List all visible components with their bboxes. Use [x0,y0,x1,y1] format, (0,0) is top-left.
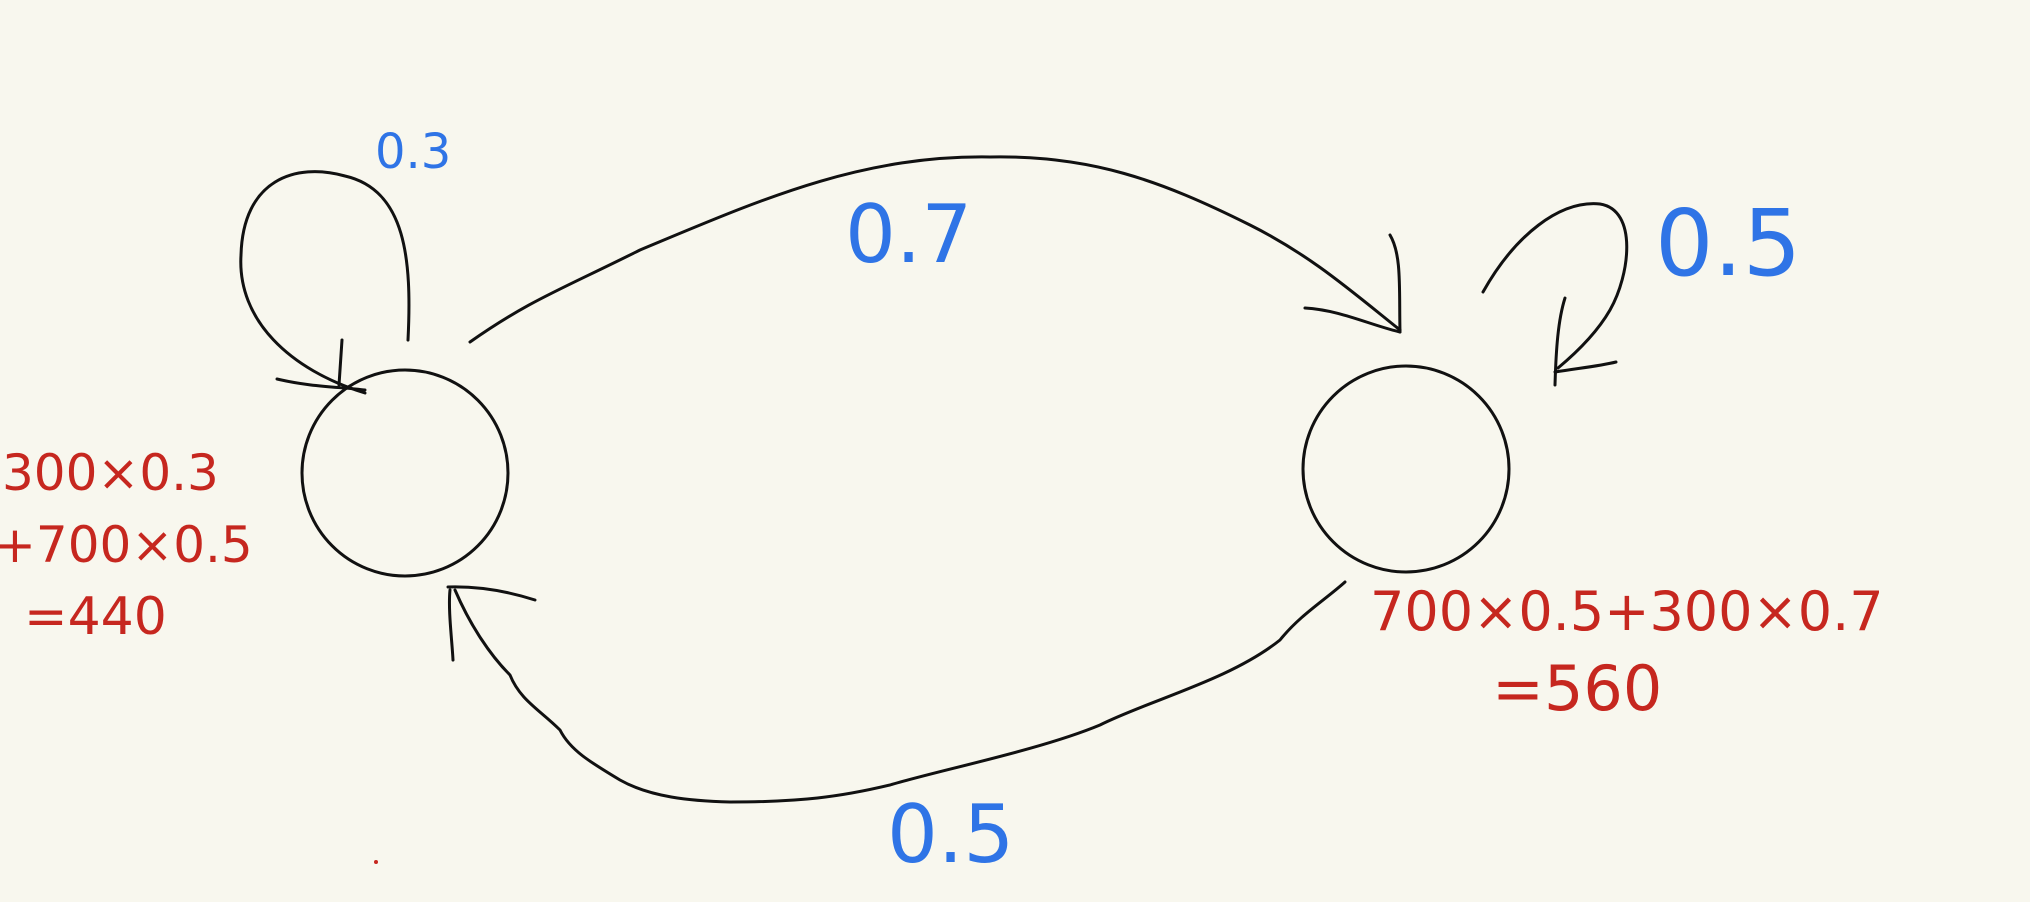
left-to-right-probability: 0.7 [845,188,972,281]
stray-ink-dot [374,860,378,864]
right-to-left-arrow [446,580,1347,804]
left-calc-line-1: 300×0.3 [2,444,219,502]
right-calc-line-1: 700×0.5+300×0.7 [1370,580,1884,643]
right-state-node [1301,364,1511,574]
right-self-loop-probability: 0.5 [1655,190,1801,297]
left-self-loop-probability: 0.3 [375,124,451,180]
left-state-node [300,368,510,578]
left-self-loop-arrow [239,170,411,395]
right-calc-line-2: =560 [1492,652,1662,725]
right-to-left-probability: 0.5 [887,788,1014,881]
left-calc-line-3: =440 [24,587,167,647]
right-state-calculation: 700×0.5+300×0.7 =560 [1370,580,1884,725]
left-to-right-arrow [468,155,1402,344]
left-calc-line-2: +700×0.5 [0,516,253,574]
right-self-loop-arrow [1481,202,1629,387]
left-state-calculation: 300×0.3 +700×0.5 =440 [0,444,253,647]
